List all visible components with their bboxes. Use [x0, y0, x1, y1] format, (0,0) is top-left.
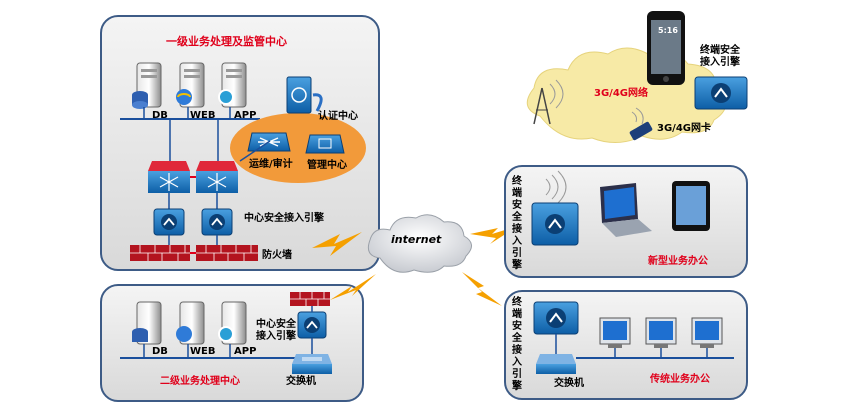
terminal-engine-icon [531, 202, 579, 246]
firewall-icon-2 [290, 292, 330, 306]
desktop-pc-icon-2 [645, 317, 677, 348]
desktop-pc-icon-3 [691, 317, 723, 348]
db-label-2: DB [152, 346, 168, 357]
secondary-switch-icon [292, 354, 332, 374]
bolt-secondary [330, 274, 376, 300]
db-server-icon [132, 62, 162, 109]
terminal-engine-icon-2 [533, 301, 579, 335]
new-office-vertical-label: 终端安全接入引擎 [512, 176, 522, 271]
bolt-central [312, 232, 362, 256]
ops-audit-label: 运维/审计 [249, 159, 293, 170]
traditional-office-graphics [533, 301, 734, 374]
central-engine-label: 中心安全接入引擎 [244, 213, 324, 224]
auth-center-icon [286, 76, 323, 114]
secondary-switch-label: 交换机 [286, 376, 316, 387]
office-switch-label: 交换机 [554, 378, 584, 389]
secondary-engine-label: 中心安全 接入引擎 [256, 319, 296, 342]
secondary-panel-graphics [120, 292, 332, 374]
db-label: DB [152, 110, 168, 121]
core-switch-left-icon [148, 161, 190, 193]
web-server-icon-2 [176, 301, 205, 345]
central-panel-graphics [120, 62, 366, 261]
mgmt-center-label: 管理中心 [307, 160, 347, 171]
central-engine-left-icon [153, 208, 185, 236]
auth-center-label: 认证中心 [318, 111, 358, 122]
wireless-waves-icon [545, 170, 567, 204]
tablet-icon [672, 181, 710, 231]
firewall-icon [130, 245, 258, 261]
internet-cloud-icon [367, 214, 472, 273]
app-label-2: APP [234, 346, 257, 357]
bolt-traditional-office [462, 272, 502, 306]
desktop-pc-icon-1 [599, 317, 631, 348]
new-office-title: 新型业务办公 [648, 256, 708, 267]
web-label-2: WEB [190, 346, 216, 357]
central-engine-right-icon [201, 208, 233, 236]
app-server-icon [218, 62, 247, 108]
app-label: APP [234, 110, 257, 121]
management-center-icon [305, 134, 345, 154]
office-switch-icon [536, 354, 576, 374]
laptop-icon [600, 183, 652, 237]
central-panel-title: 一级业务处理及监管中心 [166, 35, 287, 48]
firewall-label: 防火墙 [262, 250, 292, 261]
web-label: WEB [190, 110, 216, 121]
app-server-icon-2 [218, 301, 247, 345]
mobile-engine-icon [694, 76, 748, 110]
phone-time: 5:16 [658, 26, 678, 35]
core-switch-right-icon [196, 161, 238, 193]
secondary-panel-title: 二级业务处理中心 [160, 376, 240, 387]
usb-modem-icon [629, 107, 653, 141]
smartphone-icon [647, 11, 685, 85]
management-zone-oval [230, 113, 366, 183]
mobile-engine-label: 终端安全 接入引擎 [700, 45, 740, 68]
internet-label: internet [391, 233, 442, 246]
traditional-office-title: 传统业务办公 [650, 374, 710, 385]
cell-tower-icon [533, 79, 564, 125]
new-office-graphics [531, 170, 710, 246]
mobile-network-label: 3G/4G网络 [594, 88, 648, 99]
web-server-icon [176, 62, 205, 108]
usb-card-label: 3G/4G网卡 [657, 123, 711, 134]
traditional-office-vertical-label: 终端安全接入引擎 [512, 297, 522, 392]
db-server-icon-2 [132, 301, 162, 345]
